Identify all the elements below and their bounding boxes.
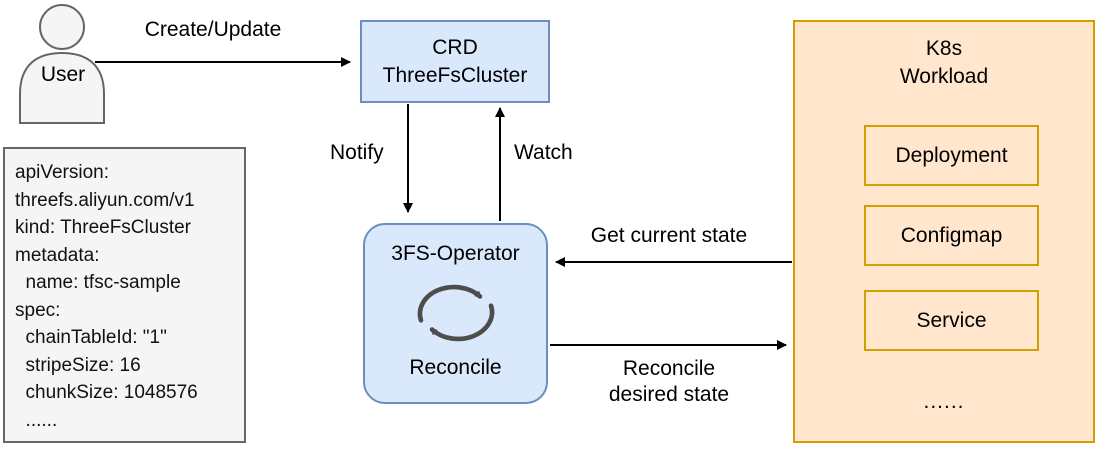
yaml-line: threefs.aliyun.com/v1	[15, 189, 195, 211]
crd-label-line2: ThreeFsCluster	[382, 63, 528, 87]
operator-title: 3FS-Operator	[391, 242, 520, 265]
operator-node: 3FS-Operator Reconcile	[363, 223, 548, 404]
reconcile-desired-state-label: Reconcile desired state	[560, 356, 778, 408]
k8s-title-line2: Workload	[899, 65, 989, 88]
get-current-state-label: Get current state	[590, 224, 748, 247]
watch-label: Watch	[514, 141, 573, 164]
yaml-line: stripeSize: 16	[15, 354, 141, 376]
reconcile-desired-state-line2: desired state	[608, 383, 730, 406]
yaml-line: chainTableId: "1"	[15, 327, 167, 348]
k8s-workload-title: K8s Workload	[795, 35, 1093, 91]
yaml-line: chunkSize: 1048576	[15, 382, 198, 403]
k8s-items-ellipsis: ......	[923, 390, 965, 413]
k8s-workload-node: K8s Workload Deployment Configmap Servic…	[793, 20, 1095, 443]
k8s-item-deployment: Deployment	[864, 125, 1039, 186]
k8s-title-line1: K8s	[925, 37, 963, 60]
reconcile-desired-state-line1: Reconcile	[622, 357, 716, 380]
sync-loop-icon	[417, 284, 494, 342]
notify-label: Notify	[330, 141, 384, 164]
yaml-line: kind: ThreeFsCluster	[15, 217, 191, 238]
create-update-label: Create/Update	[144, 18, 282, 41]
user-icon	[19, 4, 105, 124]
k8s-item-service: Service	[864, 290, 1039, 351]
yaml-line: ......	[15, 409, 58, 431]
yaml-line: apiVersion:	[15, 162, 110, 183]
user-label: User	[40, 63, 86, 86]
yaml-spec-box: apiVersion: threefs.aliyun.com/v1 kind: …	[3, 147, 246, 443]
yaml-line: metadata:	[15, 244, 100, 266]
yaml-line: spec:	[15, 299, 61, 321]
yaml-line: name: tfsc-sample	[15, 272, 181, 293]
operator-caption: Reconcile	[409, 356, 502, 379]
crd-threefscluster-node: CRD ThreeFsCluster	[360, 20, 550, 103]
crd-label-line1: CRD	[432, 35, 478, 59]
k8s-item-configmap: Configmap	[864, 205, 1039, 266]
